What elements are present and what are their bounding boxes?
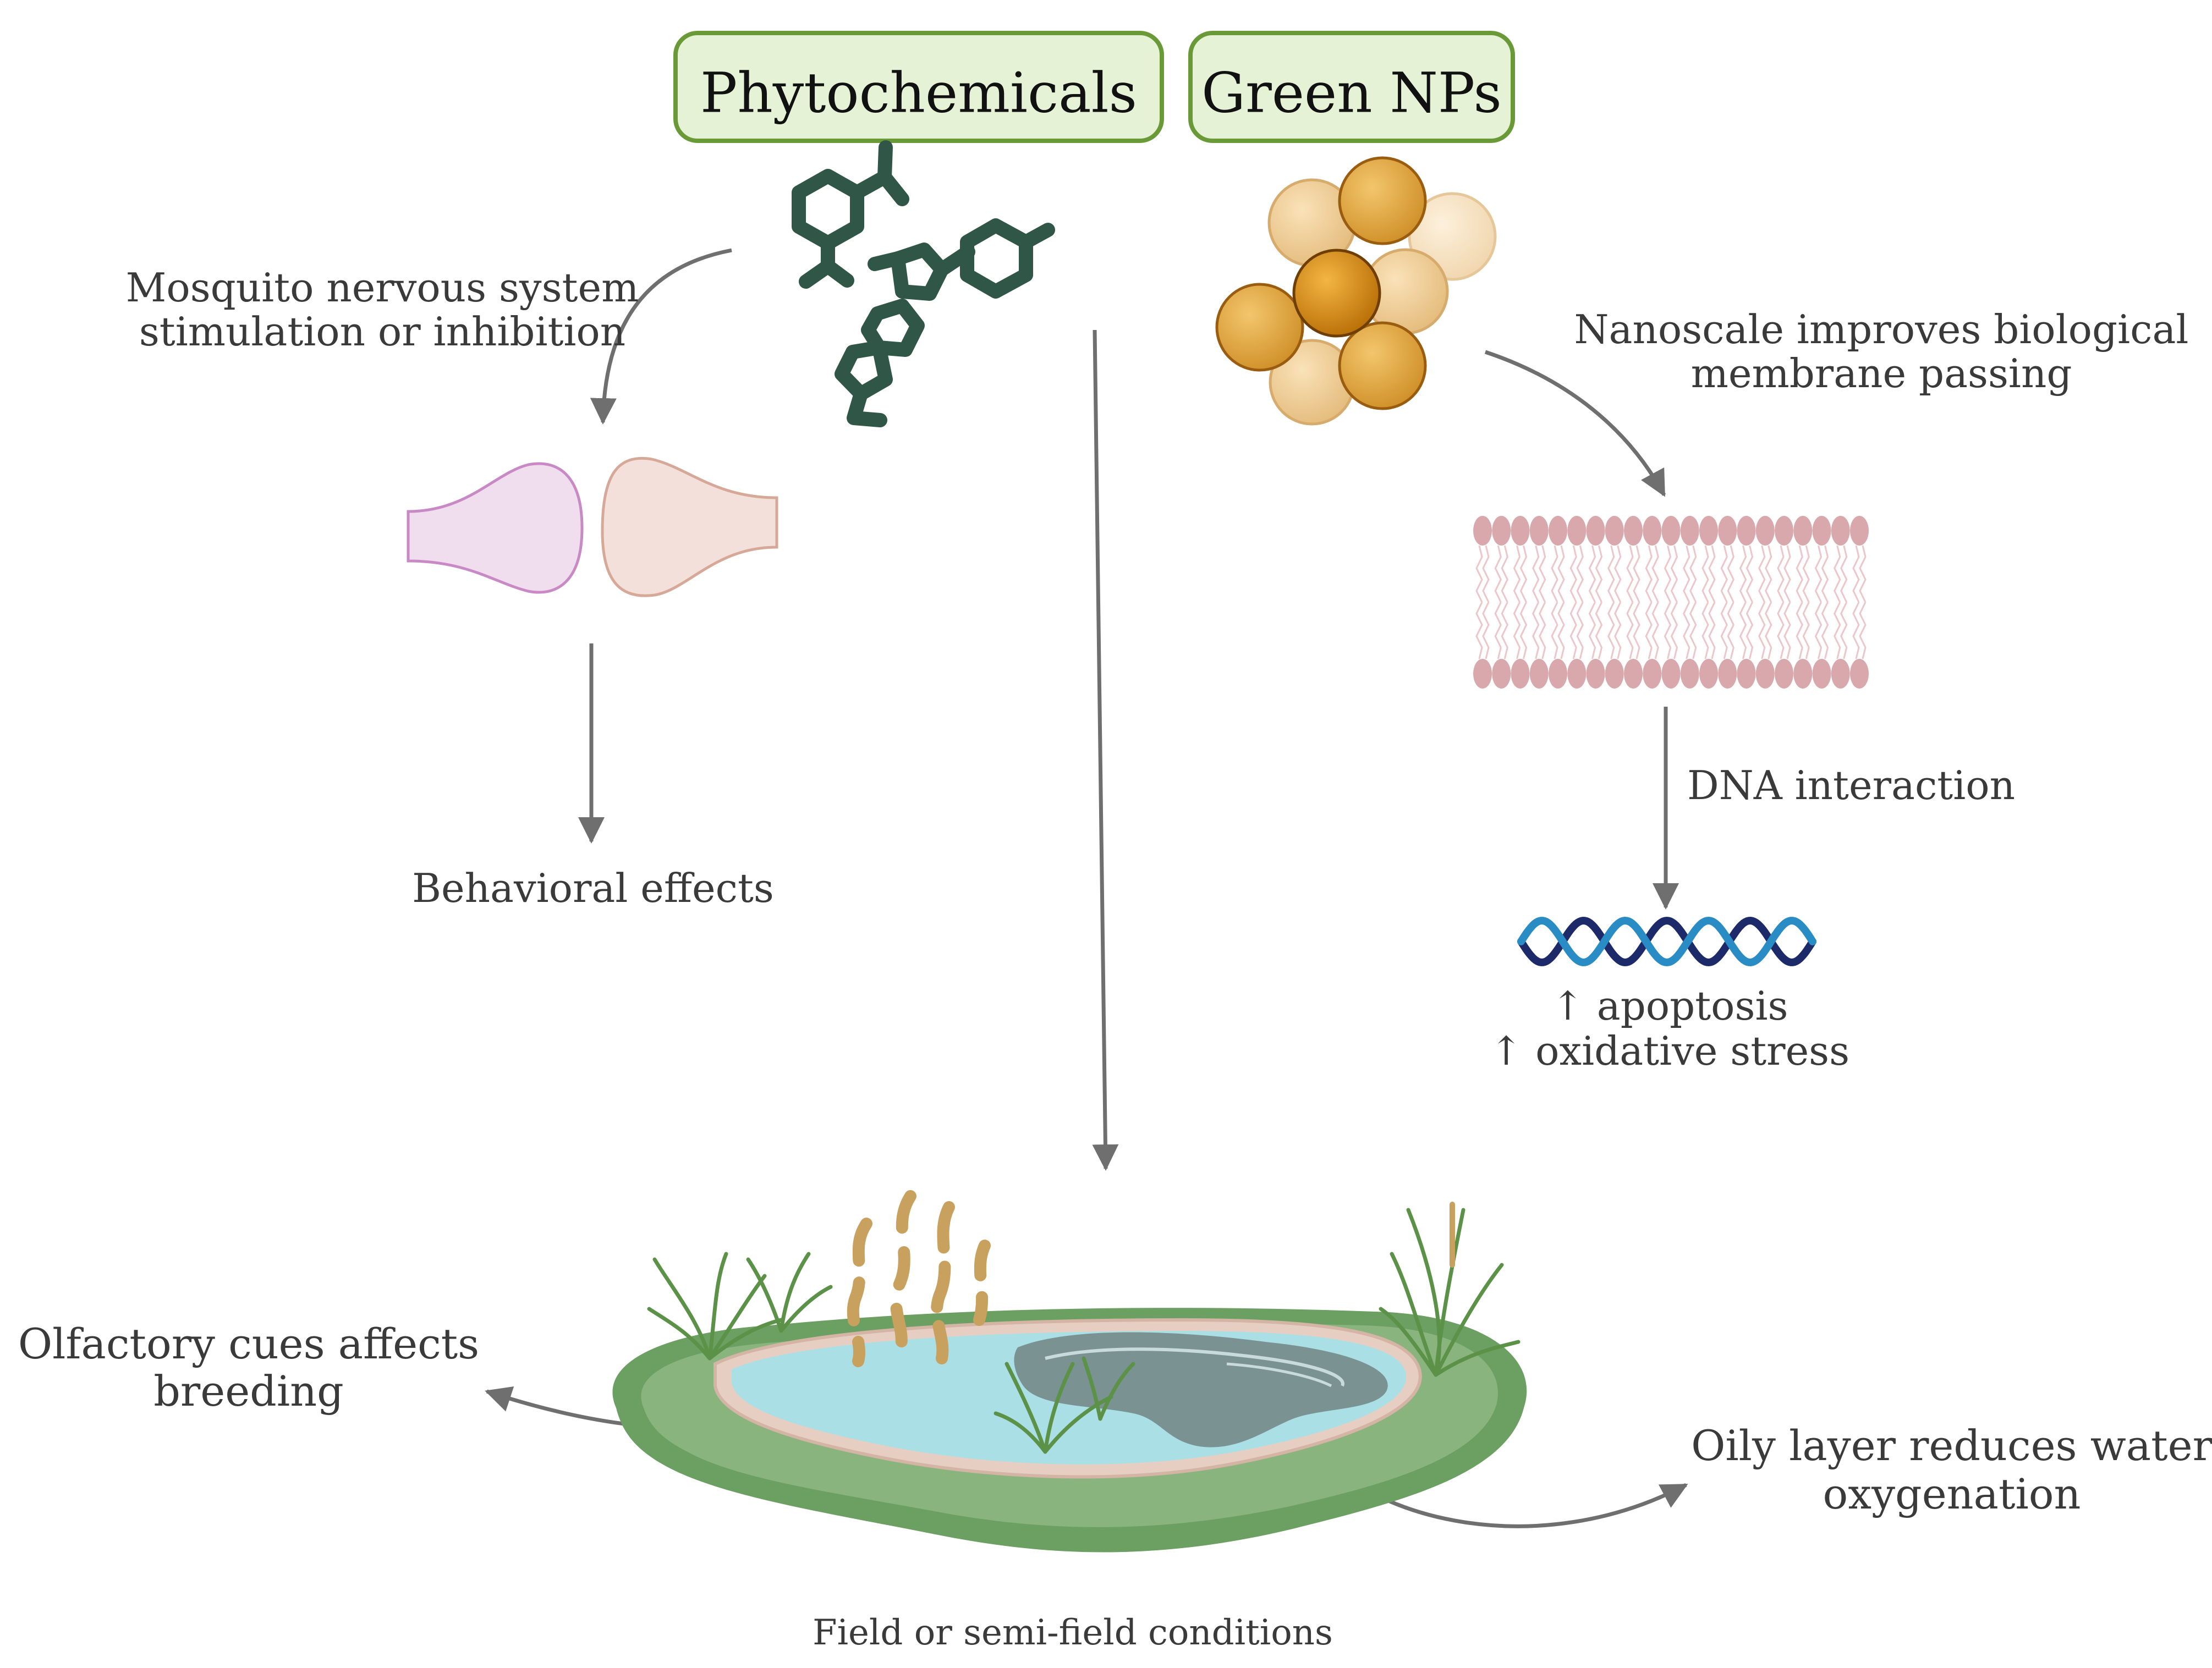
arrow-to-synapse bbox=[590, 248, 732, 425]
nanoscale-label-line2: membrane passing bbox=[1691, 350, 2072, 397]
molecule-icon bbox=[792, 140, 1055, 427]
nervous-label-line1: Mosquito nervous system bbox=[126, 265, 639, 311]
behavioral-effects-label: Behavioral effects bbox=[412, 865, 774, 911]
oily-label-line2: oxygenation bbox=[1823, 1469, 2081, 1518]
nanoscale-label-line1: Nanoscale improves biological bbox=[1574, 306, 2189, 353]
phytochemicals-box: Phytochemicals bbox=[673, 31, 1164, 143]
dna-interaction-label: DNA interaction bbox=[1687, 762, 2015, 808]
oxidative-stress-label: ↑ oxidative stress bbox=[1490, 1028, 1849, 1074]
nanoparticle-cluster-icon bbox=[1215, 156, 1497, 426]
dna-helix-icon bbox=[1517, 916, 1816, 967]
phytochemicals-title: Phytochemicals bbox=[700, 61, 1137, 125]
oily-label-line1: Oily layer reduces water bbox=[1691, 1421, 2212, 1470]
field-conditions-label: Field or semi-field conditions bbox=[813, 1612, 1333, 1653]
apoptosis-label: ↑ apoptosis bbox=[1551, 983, 1788, 1029]
nervous-label-line2: stimulation or inhibition bbox=[139, 309, 625, 355]
olfactory-label-line1: Olfactory cues affects bbox=[18, 1319, 479, 1368]
grass-icon bbox=[647, 1202, 1521, 1454]
green-nps-box: Green NPs bbox=[1188, 31, 1515, 143]
olfactory-label-line2: breeding bbox=[153, 1367, 344, 1416]
arrow-to-pond bbox=[1092, 329, 1119, 1171]
green-nps-title: Green NPs bbox=[1201, 61, 1502, 125]
synapse-icon bbox=[407, 456, 778, 597]
odor-waves-icon bbox=[847, 1190, 991, 1367]
arrow-to-membrane bbox=[1484, 350, 1666, 497]
labels: Mosquito nervous system stimulation or i… bbox=[18, 265, 2212, 1653]
lipid-bilayer-icon bbox=[1473, 516, 1869, 689]
pond-icon bbox=[612, 1308, 1527, 1553]
